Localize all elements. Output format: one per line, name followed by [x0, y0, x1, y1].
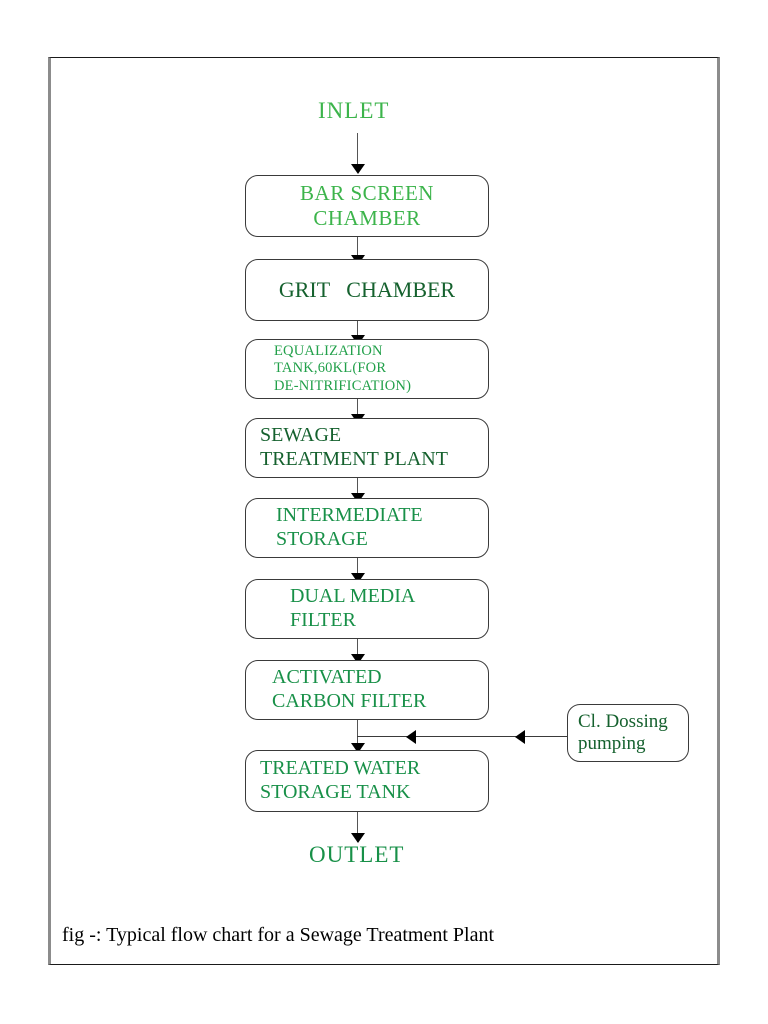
arrowhead-left-icon — [406, 730, 416, 744]
node-sewage-treatment-plant-line1: SEWAGE — [260, 424, 342, 447]
arrowhead-down-icon — [351, 573, 365, 583]
node-equalization-tank-line1: EQUALIZATION — [274, 343, 383, 360]
node-activated-carbon-filter: ACTIVATED CARBON FILTER — [245, 660, 489, 720]
node-grit-chamber-line1: GRIT CHAMBER — [278, 277, 456, 303]
edge-dual-media-to-carbon — [357, 639, 359, 663]
arrowhead-down-icon — [351, 833, 365, 843]
figure-caption: fig -: Typical flow chart for a Sewage T… — [62, 924, 495, 946]
node-equalization-tank-line2: TANK,60KL(FOR — [274, 360, 387, 377]
node-dual-media-filter-line1: DUAL MEDIA — [290, 585, 416, 608]
node-equalization-tank-line3: DE-NITRIFICATION) — [274, 377, 412, 394]
inlet-label: INLET — [318, 98, 390, 123]
edge-cl-dosing-to-treated — [357, 736, 572, 738]
arrowhead-down-icon — [351, 743, 365, 753]
node-bar-screen-chamber-line1: BAR SCREEN — [300, 181, 434, 206]
node-dual-media-filter-line2: FILTER — [290, 609, 356, 631]
node-bar-screen-chamber: BAR SCREEN CHAMBER — [245, 175, 489, 237]
edge-intermediate-to-dual-media — [357, 558, 359, 582]
node-grit-chamber: GRIT CHAMBER — [245, 259, 489, 321]
node-equalization-tank: EQUALIZATION TANK,60KL(FOR DE-NITRIFICAT… — [245, 339, 489, 399]
edge-equalization-to-stp — [357, 399, 359, 424]
node-intermediate-storage: INTERMEDIATE STORAGE — [245, 498, 489, 558]
outlet-label: OUTLET — [309, 842, 405, 867]
arrowhead-left-icon — [515, 730, 525, 744]
figure-frame: INLET BAR SCREEN CHAMBER GRIT CHAMBER EQ… — [48, 57, 720, 965]
node-sewage-treatment-plant-line2: TREATMENT PLANT — [260, 448, 448, 470]
node-cl-dossing-pumping: Cl. Dossing pumping — [567, 704, 689, 762]
node-sewage-treatment-plant: SEWAGE TREATMENT PLANT — [245, 418, 489, 478]
edge-inlet-to-bar-screen — [357, 133, 359, 168]
arrowhead-down-icon — [351, 164, 365, 174]
node-dual-media-filter: DUAL MEDIA FILTER — [245, 579, 489, 639]
node-treated-water-storage-tank-line2: STORAGE TANK — [260, 781, 411, 803]
edge-bar-screen-to-grit — [357, 237, 359, 263]
node-intermediate-storage-line2: STORAGE — [276, 528, 368, 550]
node-treated-water-storage-tank-line1: TREATED WATER — [260, 757, 421, 780]
node-activated-carbon-filter-line1: ACTIVATED — [272, 666, 382, 689]
node-bar-screen-chamber-line2: CHAMBER — [313, 206, 421, 230]
node-cl-dossing-pumping-line1: Cl. Dossing — [578, 710, 668, 732]
edge-treated-to-outlet — [357, 812, 359, 842]
node-cl-dossing-pumping-line2: pumping — [578, 733, 646, 754]
edge-stp-to-intermediate — [357, 478, 359, 502]
node-intermediate-storage-line1: INTERMEDIATE — [276, 504, 423, 527]
node-treated-water-storage-tank: TREATED WATER STORAGE TANK — [245, 750, 489, 812]
node-activated-carbon-filter-line2: CARBON FILTER — [272, 690, 427, 712]
arrowhead-down-icon — [351, 654, 365, 664]
edge-grit-to-equalization — [357, 321, 359, 343]
